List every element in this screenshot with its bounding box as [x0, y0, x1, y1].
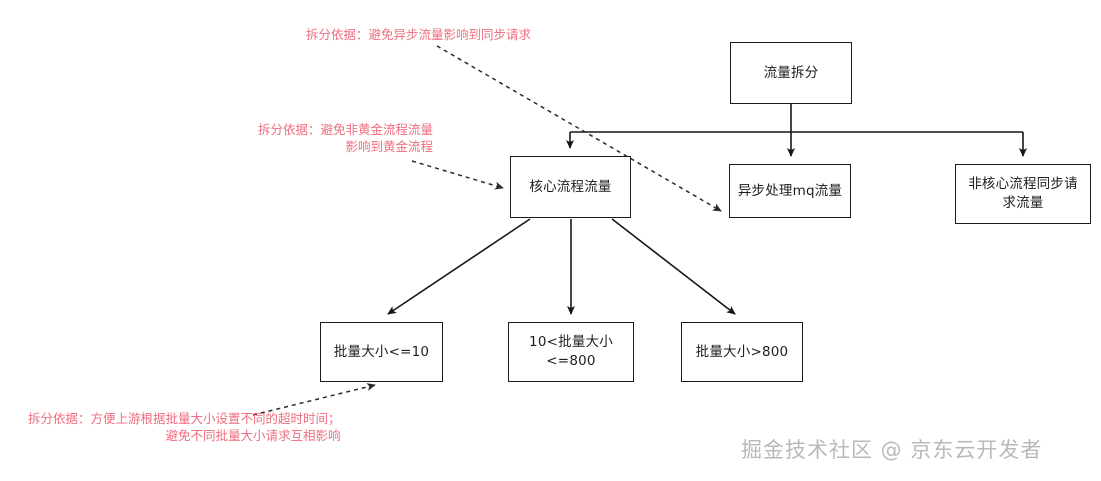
annotation-async-traffic-rationale: 拆分依据：避免异步流量影响到同步请求 — [306, 27, 532, 42]
edge-core-to-batch-small — [387, 218, 531, 315]
node-label: 批量大小<=10 — [333, 343, 430, 360]
edge-annotation-batch-to-small — [252, 383, 376, 416]
node-label: 异步处理mq流量 — [737, 182, 843, 199]
node-label: 10<批量大小<=800 — [529, 334, 613, 369]
edge-core-to-batch-large — [611, 218, 736, 315]
node-label: 核心流程流量 — [529, 178, 612, 195]
node-traffic-split[interactable]: 流量拆分 — [730, 42, 852, 104]
edge-root-bus — [570, 104, 1023, 133]
node-label: 批量大小>800 — [695, 343, 789, 360]
node-core-flow-traffic[interactable]: 核心流程流量 — [510, 156, 631, 218]
watermark: 掘金技术社区 @ 京东云开发者 — [741, 438, 1043, 462]
node-batch-size-large[interactable]: 批量大小>800 — [681, 322, 803, 382]
node-label: 非核心流程同步请求流量 — [968, 176, 1078, 211]
edge-annotation-gold-to-core — [411, 160, 504, 190]
annotation-golden-flow-rationale: 拆分依据：避免非黄金流程流量 影响到黄金流程 — [258, 122, 434, 154]
edge-annotation-async-to-mq — [436, 45, 722, 212]
node-batch-size-medium[interactable]: 10<批量大小<=800 — [508, 322, 634, 382]
annotation-batch-size-rationale: 拆分依据：方便上游根据批量大小设置不同的超时时间； 避免不同批量大小请求互相影响 — [28, 411, 341, 443]
node-batch-size-small[interactable]: 批量大小<=10 — [320, 322, 443, 382]
node-noncore-sync-request-traffic[interactable]: 非核心流程同步请求流量 — [955, 164, 1091, 224]
node-async-mq-traffic[interactable]: 异步处理mq流量 — [729, 164, 851, 218]
node-label: 流量拆分 — [763, 64, 819, 81]
